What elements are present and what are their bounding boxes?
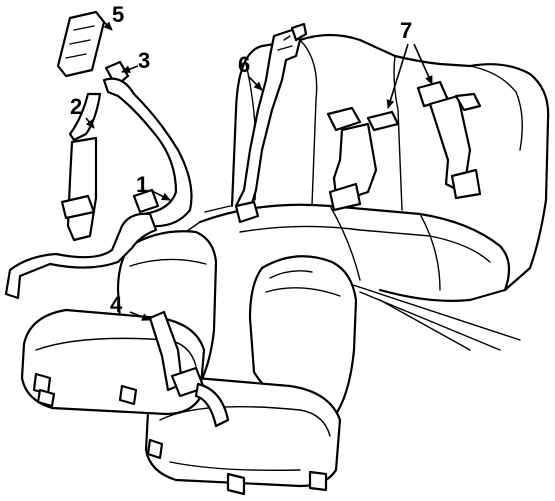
callout-5: 5 xyxy=(112,2,125,27)
leader-lines xyxy=(85,21,433,321)
rear-left-belt xyxy=(234,22,308,224)
callout-7: 7 xyxy=(400,18,413,43)
callout-1: 1 xyxy=(136,172,149,197)
front-buckle xyxy=(148,310,230,428)
callout-2: 2 xyxy=(70,94,83,119)
anchor-bracket xyxy=(56,10,106,78)
callout-4: 4 xyxy=(110,292,123,317)
rear-center-buckles xyxy=(326,80,482,212)
callout-3: 3 xyxy=(138,48,151,73)
callout-6: 6 xyxy=(238,52,251,77)
rear-bench-seat xyxy=(159,33,550,351)
front-belt-assembly xyxy=(4,60,193,300)
